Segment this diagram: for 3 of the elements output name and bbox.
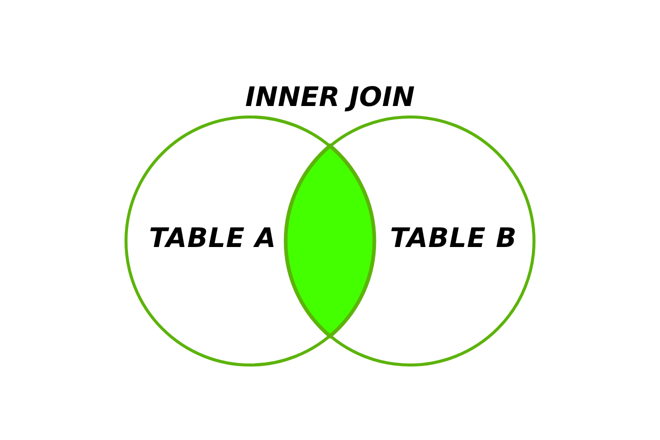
- set-label: TABLE B: [390, 223, 517, 254]
- set-label: TABLE A: [149, 223, 276, 254]
- diagram-title: INNER JOIN: [244, 82, 416, 113]
